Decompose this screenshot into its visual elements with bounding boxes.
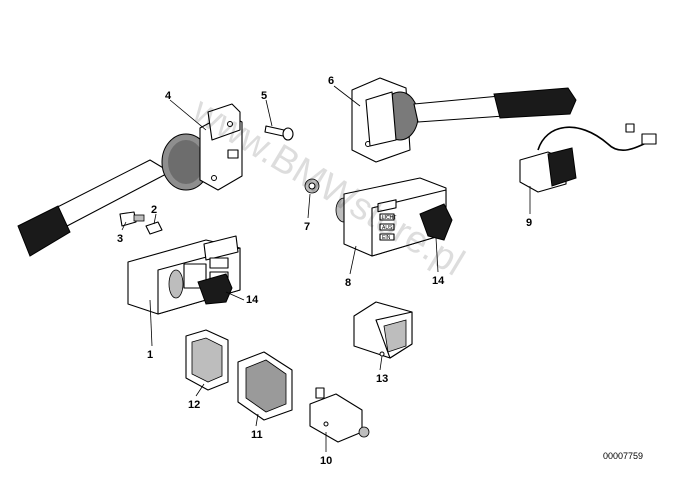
callout-7: 7 <box>304 221 310 233</box>
callout-labels: 4 5 6 2 3 7 9 8 14 1 14 13 12 11 10 <box>117 75 532 467</box>
callout-6: 6 <box>328 75 334 87</box>
callout-14-upper: 14 <box>432 275 445 287</box>
part-9-cable-switch <box>519 123 657 193</box>
leader-lines <box>121 85 531 452</box>
part-10-micro-switch <box>309 387 370 443</box>
callout-2: 2 <box>151 204 157 216</box>
callout-8: 8 <box>345 277 351 289</box>
part-13-rocker-switch <box>353 301 413 359</box>
part-3-bulb-holder <box>119 211 145 227</box>
image-code: 00007759 <box>603 451 643 461</box>
callout-5: 5 <box>261 90 267 102</box>
panel-label-aus: AUS <box>382 225 393 231</box>
part-12-clip <box>185 329 229 391</box>
callout-11: 11 <box>251 429 263 441</box>
callout-1: 1 <box>147 349 153 361</box>
callout-9: 9 <box>526 217 532 229</box>
part-4-stalk-switch <box>17 103 243 257</box>
callout-4: 4 <box>165 90 172 102</box>
part-1-switch-panel <box>127 235 241 315</box>
panel-label-licht: LICHT <box>382 215 396 221</box>
panel-label-ein: EIN <box>382 235 391 241</box>
callout-14-lower: 14 <box>246 294 259 306</box>
part-8-switch-panel: LICHT AUS EIN <box>335 177 453 257</box>
part-7-nut <box>304 178 320 194</box>
part-6-stalk-switch <box>351 77 577 163</box>
callout-10: 10 <box>320 455 332 467</box>
callout-12: 12 <box>188 399 200 411</box>
part-11-frame <box>237 351 293 421</box>
part-5-screw <box>264 125 294 141</box>
callout-3: 3 <box>117 233 123 245</box>
callout-13: 13 <box>376 373 388 385</box>
